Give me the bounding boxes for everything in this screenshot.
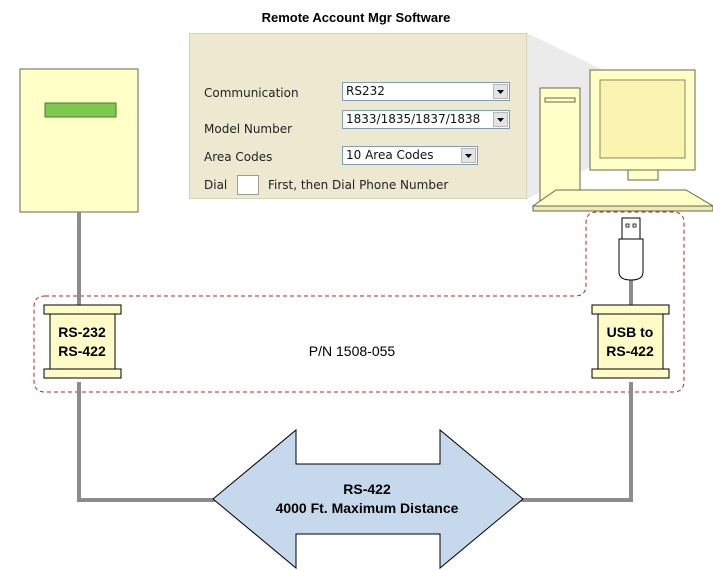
model-number-value: 1833/1835/1837/1838 — [346, 112, 481, 126]
computer-icon — [531, 69, 713, 212]
cables — [77, 212, 633, 502]
adapter-right-line1: USB to — [607, 324, 654, 340]
rs422-link-arrow: RS-422 4000 Ft. Maximum Distance — [212, 428, 524, 570]
adapter-left-line2: RS-422 — [58, 343, 106, 359]
dial-suffix-label: First, then Dial Phone Number — [268, 178, 449, 192]
adapter-usb-rs422: USB to RS-422 — [591, 304, 670, 379]
dial-prefix-input[interactable] — [237, 175, 259, 195]
dial-label: Dial — [204, 178, 228, 192]
area-codes-label: Area Codes — [204, 150, 273, 164]
communication-value: RS232 — [346, 84, 385, 98]
communication-label: Communication — [204, 86, 299, 100]
area-codes-select[interactable]: 10 Area Codes — [342, 146, 478, 165]
panel-device — [19, 68, 139, 213]
part-number: P/N 1508-055 — [309, 343, 396, 359]
model-number-select[interactable]: 1833/1835/1837/1838 — [342, 110, 510, 129]
communication-select[interactable]: RS232 — [342, 82, 510, 101]
kit-outline — [33, 211, 685, 393]
area-codes-value: 10 Area Codes — [346, 148, 434, 162]
adapter-right-line2: RS-422 — [606, 343, 654, 359]
adapter-rs232-rs422: RS-232 RS-422 — [43, 304, 122, 379]
panel-display — [44, 102, 117, 118]
usb-plug-icon — [618, 217, 644, 281]
adapter-left-line1: RS-232 — [58, 324, 106, 340]
link-line1: RS-422 — [343, 481, 391, 497]
software-title: Remote Account Mgr Software — [262, 10, 451, 25]
software-settings-dialog: Communication RS232 Model Number 1833/18… — [189, 33, 527, 199]
chevron-down-icon[interactable] — [493, 112, 508, 127]
chevron-down-icon[interactable] — [493, 84, 508, 99]
chevron-down-icon[interactable] — [461, 148, 476, 163]
model-number-label: Model Number — [204, 122, 293, 136]
link-line2: 4000 Ft. Maximum Distance — [276, 500, 459, 516]
